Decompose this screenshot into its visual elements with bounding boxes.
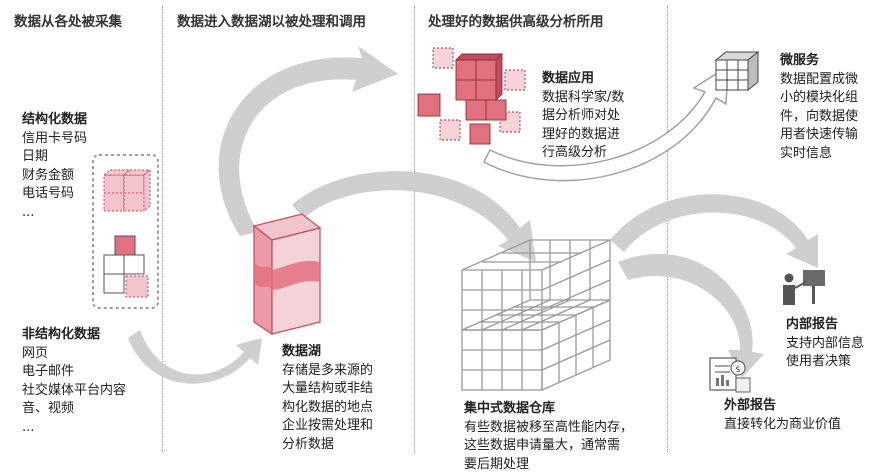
warehouse-title: 集中式数据仓库 <box>464 400 633 419</box>
external-report-line: 直接转化为商业价值 <box>724 416 841 435</box>
microservice-line: 实时信息 <box>780 145 858 164</box>
external-report-block: 外部报告 直接转化为商业价值 <box>724 397 841 434</box>
microservice-title: 微服务 <box>780 52 858 71</box>
warehouse-line: 有些数据被移至高性能内存， <box>464 419 633 438</box>
unstructured-data-title: 非结构化数据 <box>22 326 126 345</box>
structured-data-line: 信用卡号码 <box>22 130 87 149</box>
data-app-line: 据分析师对处 <box>542 107 624 126</box>
data-lake-line: 分析数据 <box>282 436 373 455</box>
internal-report-title: 内部报告 <box>786 316 864 335</box>
external-report-title: 外部报告 <box>724 397 841 416</box>
arrow-warehouse-to-external <box>618 254 764 378</box>
data-app-block: 数据应用 数据科学家/数 据分析师对处 理好的数据进 行高级分析 <box>542 70 624 163</box>
presenter-icon <box>783 270 825 305</box>
arrow-lake-to-warehouse <box>292 171 536 262</box>
unstructured-data-line: 社交媒体平台内容 <box>22 382 126 401</box>
microservice-line: 件，向数据使 <box>780 108 858 127</box>
microservice-line: 用者快速传输 <box>780 126 858 145</box>
data-app-line: 行高级分析 <box>542 144 624 163</box>
structured-data-line: ... <box>22 204 87 223</box>
flow-diagram-art: $ <box>0 0 892 460</box>
structured-data-line: 财务金额 <box>22 167 87 186</box>
unstructured-data-line: 网页 <box>22 345 126 364</box>
warehouse-line: 这些数据申请量大，通常需 <box>464 437 633 456</box>
arrow-unstructured-to-lake <box>128 330 262 384</box>
collection-icon-group <box>93 155 158 308</box>
unstructured-data-line: 音、视频 <box>22 400 126 419</box>
structured-data-block: 结构化数据 信用卡号码 日期 财务金额 电话号码 ... <box>22 111 87 222</box>
data-lake-line: 构化数据的地点 <box>282 399 373 418</box>
internal-report-line: 使用者决策 <box>786 353 864 372</box>
svg-text:$: $ <box>735 365 741 375</box>
data-lake-line: 大量结构或非结 <box>282 380 373 399</box>
structured-data-line: 日期 <box>22 148 87 167</box>
microservice-line: 小的模块化组 <box>780 89 858 108</box>
structured-data-icon <box>104 170 150 211</box>
unstructured-data-line: 电子邮件 <box>22 363 126 382</box>
data-lake-line: 存储是多来源的 <box>282 362 373 381</box>
warehouse-block: 集中式数据仓库 有些数据被移至高性能内存， 这些数据申请量大，通常需 要后期处理 <box>464 400 633 474</box>
unstructured-data-line: ... <box>22 419 126 438</box>
internal-report-line: 支持内部信息 <box>786 335 864 354</box>
internal-report-block: 内部报告 支持内部信息 使用者决策 <box>786 316 864 372</box>
data-app-line: 理好的数据进 <box>542 126 624 145</box>
structured-data-title: 结构化数据 <box>22 111 87 130</box>
unstructured-data-icon <box>104 236 148 297</box>
microservice-cube-icon <box>716 52 758 90</box>
data-lake-block: 数据湖 存储是多来源的 大量结构或非结 构化数据的地点 企业按需处理和 分析数据 <box>282 343 373 454</box>
unstructured-data-block: 非结构化数据 网页 电子邮件 社交媒体平台内容 音、视频 ... <box>22 326 126 437</box>
data-app-line: 数据科学家/数 <box>542 89 624 108</box>
data-app-cluster-icon <box>418 48 525 144</box>
data-app-title: 数据应用 <box>542 70 624 89</box>
data-lake-title: 数据湖 <box>282 343 373 362</box>
structured-data-line: 电话号码 <box>22 185 87 204</box>
warehouse-line: 要后期处理 <box>464 456 633 474</box>
microservice-line: 数据配置成微 <box>780 71 858 90</box>
data-lake-line: 企业按需处理和 <box>282 417 373 436</box>
data-lake-icon <box>254 214 320 334</box>
microservice-block: 微服务 数据配置成微 小的模块化组 件，向数据使 用者快速传输 实时信息 <box>780 52 858 163</box>
warehouse-grid-icon <box>462 240 610 390</box>
